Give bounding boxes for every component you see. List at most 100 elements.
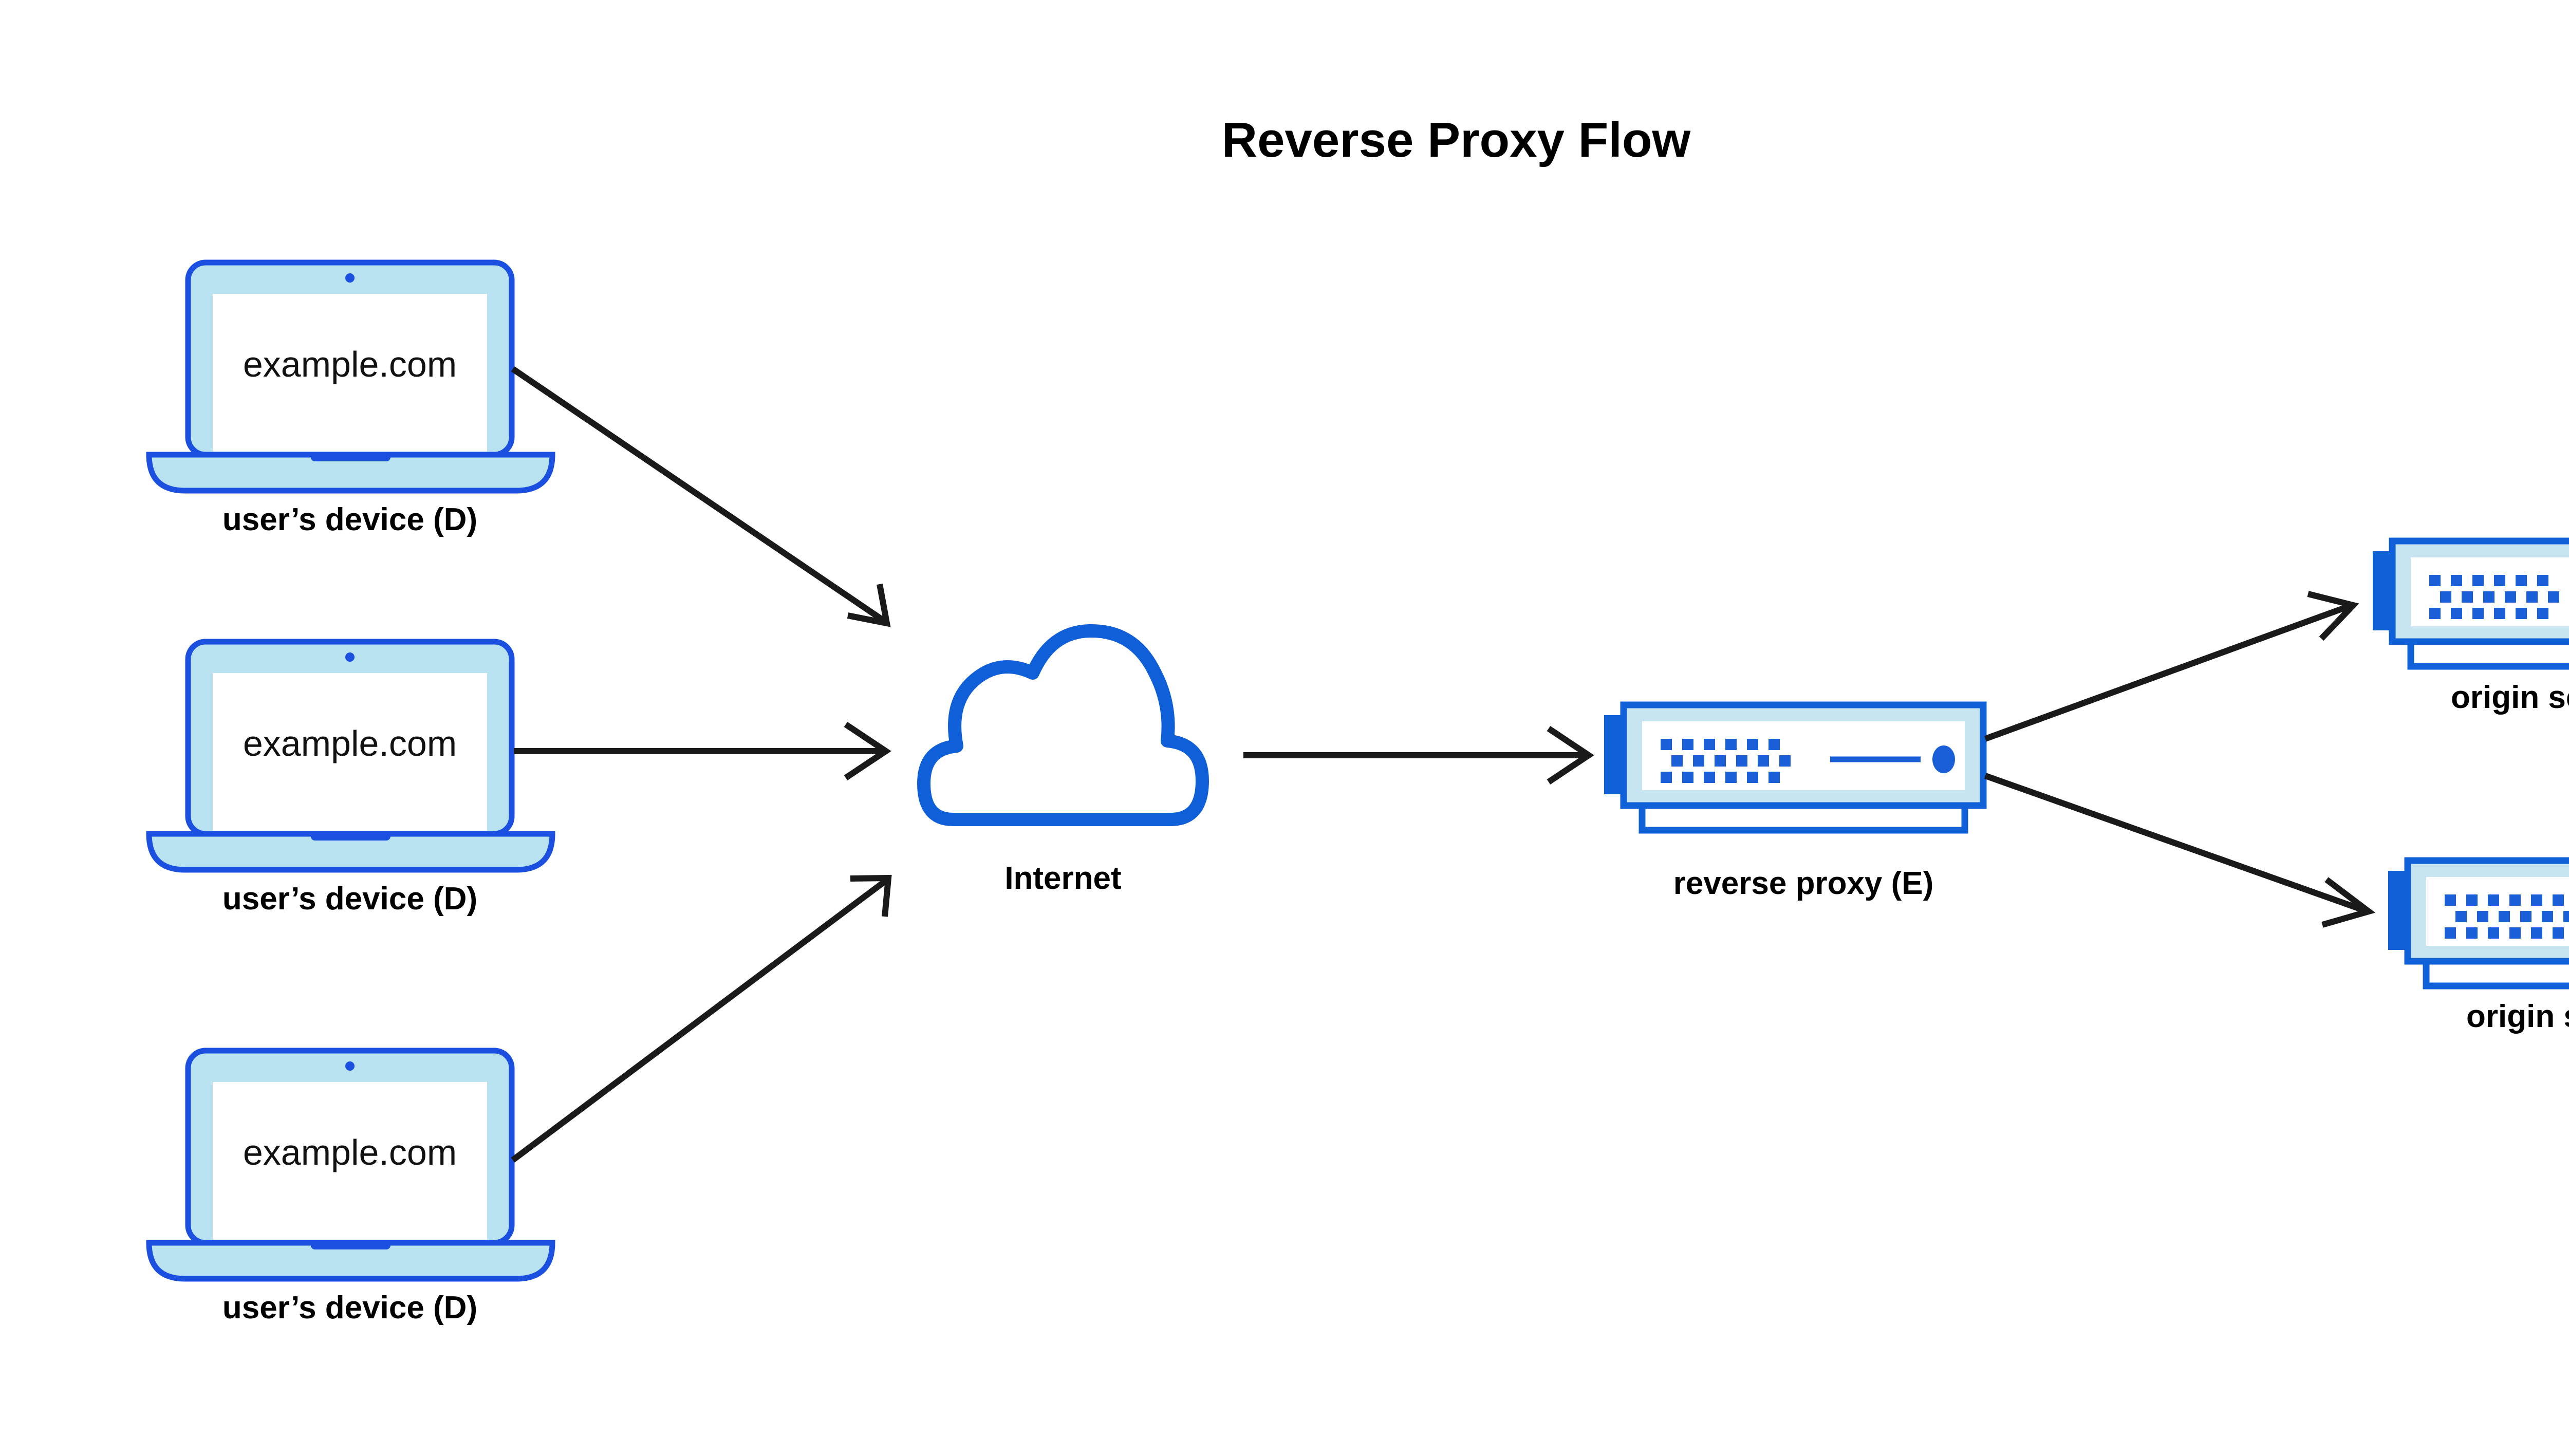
cloud-icon xyxy=(917,624,1209,826)
server-port xyxy=(1671,755,1683,767)
server-port xyxy=(2466,927,2478,939)
laptop-trackpad-notch xyxy=(311,452,390,461)
server-port xyxy=(2451,575,2462,586)
server-port xyxy=(1704,739,1715,750)
server-icon xyxy=(2388,857,2569,990)
laptop-screen-text: example.com xyxy=(243,723,457,763)
server-port xyxy=(2466,894,2478,906)
server-port xyxy=(1682,772,1693,783)
laptop-screen-text: example.com xyxy=(243,344,457,384)
server-port xyxy=(2537,608,2548,619)
server-port xyxy=(1747,772,1758,783)
server-port xyxy=(2451,608,2462,619)
node-label-device-middle: user’s device (D) xyxy=(222,881,477,917)
server-port xyxy=(2526,591,2538,603)
server-port xyxy=(1661,739,1672,750)
node-origin-bottom[interactable]: origin server (F) xyxy=(2388,857,2569,1034)
server-port xyxy=(2472,575,2484,586)
arrow-reverse-proxy-to-origin-bottom xyxy=(1984,773,2376,928)
server-port xyxy=(2477,911,2488,922)
node-label-device-bottom: user’s device (D) xyxy=(222,1290,477,1326)
server-port xyxy=(2429,575,2441,586)
laptop-screen xyxy=(213,294,487,452)
server-port xyxy=(2483,591,2494,603)
server-port xyxy=(1768,772,1780,783)
server-port xyxy=(2472,608,2484,619)
laptop-screen xyxy=(213,673,487,831)
server-port xyxy=(2531,927,2542,939)
server-port xyxy=(1725,772,1737,783)
server-port xyxy=(2488,927,2499,939)
server-port xyxy=(2429,608,2441,619)
laptop-base xyxy=(146,1240,555,1282)
server-port xyxy=(2488,894,2499,906)
server-port xyxy=(2516,575,2527,586)
server-port xyxy=(1682,739,1693,750)
server-icon xyxy=(1604,701,1987,834)
node-device-middle[interactable]: example.com user’s device (D) xyxy=(146,639,555,917)
laptop-trackpad-notch xyxy=(311,1240,390,1249)
server-port xyxy=(2455,911,2467,922)
laptop-screen-text: example.com xyxy=(243,1132,457,1172)
server-port xyxy=(2548,591,2559,603)
server-port xyxy=(1747,739,1758,750)
laptop-icon xyxy=(146,1048,555,1282)
server-shelf xyxy=(1639,802,1968,834)
server-shelf xyxy=(2423,958,2569,990)
node-label-origin-bottom: origin server (F) xyxy=(2466,999,2569,1034)
server-port xyxy=(2537,575,2548,586)
server-icon xyxy=(2373,537,2569,670)
server-port xyxy=(2440,591,2451,603)
node-device-top[interactable]: example.com user’s device (D) xyxy=(146,259,555,537)
server-port xyxy=(2499,911,2510,922)
webcam-icon xyxy=(345,652,355,662)
server-port xyxy=(2520,911,2531,922)
node-device-bottom[interactable]: example.com user’s device (D) xyxy=(146,1048,555,1326)
laptop-base xyxy=(146,452,555,494)
server-status-led xyxy=(1932,745,1955,773)
server-port xyxy=(1661,772,1672,783)
server-shelf xyxy=(2407,638,2569,670)
server-port xyxy=(2505,591,2516,603)
laptop-base xyxy=(146,831,555,873)
node-label-reverse-proxy: reverse proxy (E) xyxy=(1673,866,1934,901)
arrow-internet-to-reverse-proxy xyxy=(1243,726,1594,785)
arrow-device-bottom-to-internet xyxy=(511,874,892,1163)
server-port xyxy=(2445,927,2456,939)
webcam-icon xyxy=(345,273,355,283)
server-port xyxy=(1768,739,1780,750)
server-port xyxy=(2509,894,2521,906)
webcam-icon xyxy=(345,1061,355,1071)
node-origin-top[interactable]: origin server (F) xyxy=(2373,537,2569,715)
server-port xyxy=(2553,927,2564,939)
node-reverse-proxy[interactable]: reverse proxy (E) xyxy=(1604,701,1987,901)
arrow-device-top-to-internet xyxy=(511,366,891,627)
node-label-device-top: user’s device (D) xyxy=(222,502,477,537)
server-port xyxy=(2531,894,2542,906)
arrow-device-middle-to-internet xyxy=(514,722,891,780)
laptop-icon xyxy=(146,639,555,873)
server-port xyxy=(2494,575,2505,586)
server-port xyxy=(1736,755,1747,767)
server-port xyxy=(2494,608,2505,619)
server-port xyxy=(1704,772,1715,783)
arrow-reverse-proxy-to-origin-top xyxy=(1984,591,2359,742)
page-title: Reverse Proxy Flow xyxy=(1222,113,1691,167)
laptop-icon xyxy=(146,259,555,494)
server-port xyxy=(2445,894,2456,906)
laptop-trackpad-notch xyxy=(311,831,390,841)
laptop-screen xyxy=(213,1082,487,1240)
server-port xyxy=(2516,608,2527,619)
server-port xyxy=(2553,894,2564,906)
server-port xyxy=(2462,591,2473,603)
server-port xyxy=(1715,755,1726,767)
node-internet[interactable]: Internet xyxy=(917,624,1209,896)
server-port xyxy=(2542,911,2553,922)
server-port xyxy=(2563,911,2569,922)
server-port xyxy=(1758,755,1769,767)
server-port xyxy=(1693,755,1704,767)
server-port xyxy=(2509,927,2521,939)
node-label-internet: Internet xyxy=(1004,861,1121,896)
